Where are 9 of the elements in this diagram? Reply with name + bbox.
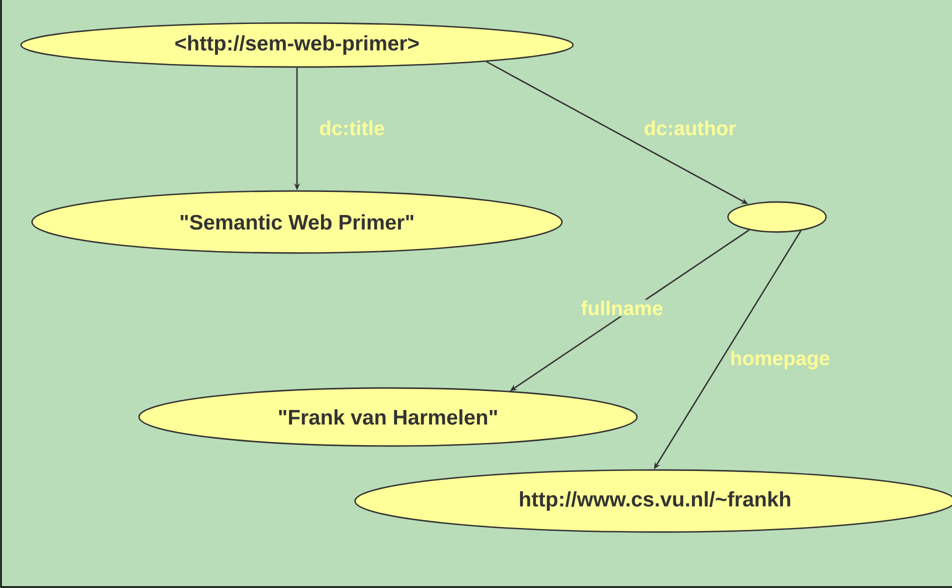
ellipse-node: "Semantic Web Primer"	[31, 190, 563, 254]
ellipse-node: "Frank van Harmelen"	[138, 387, 638, 447]
edge-label: fullname	[580, 300, 664, 316]
edge-label: homepage	[729, 350, 832, 370]
ellipse-node: http://www.cs.vu.nl/~frankh	[354, 469, 952, 533]
edge-label: dc:title	[318, 120, 386, 136]
edge-label: dc:author	[642, 120, 738, 136]
blank-ellipse	[727, 201, 827, 233]
ellipse-node: <http://sem-web-primer>	[20, 22, 574, 68]
